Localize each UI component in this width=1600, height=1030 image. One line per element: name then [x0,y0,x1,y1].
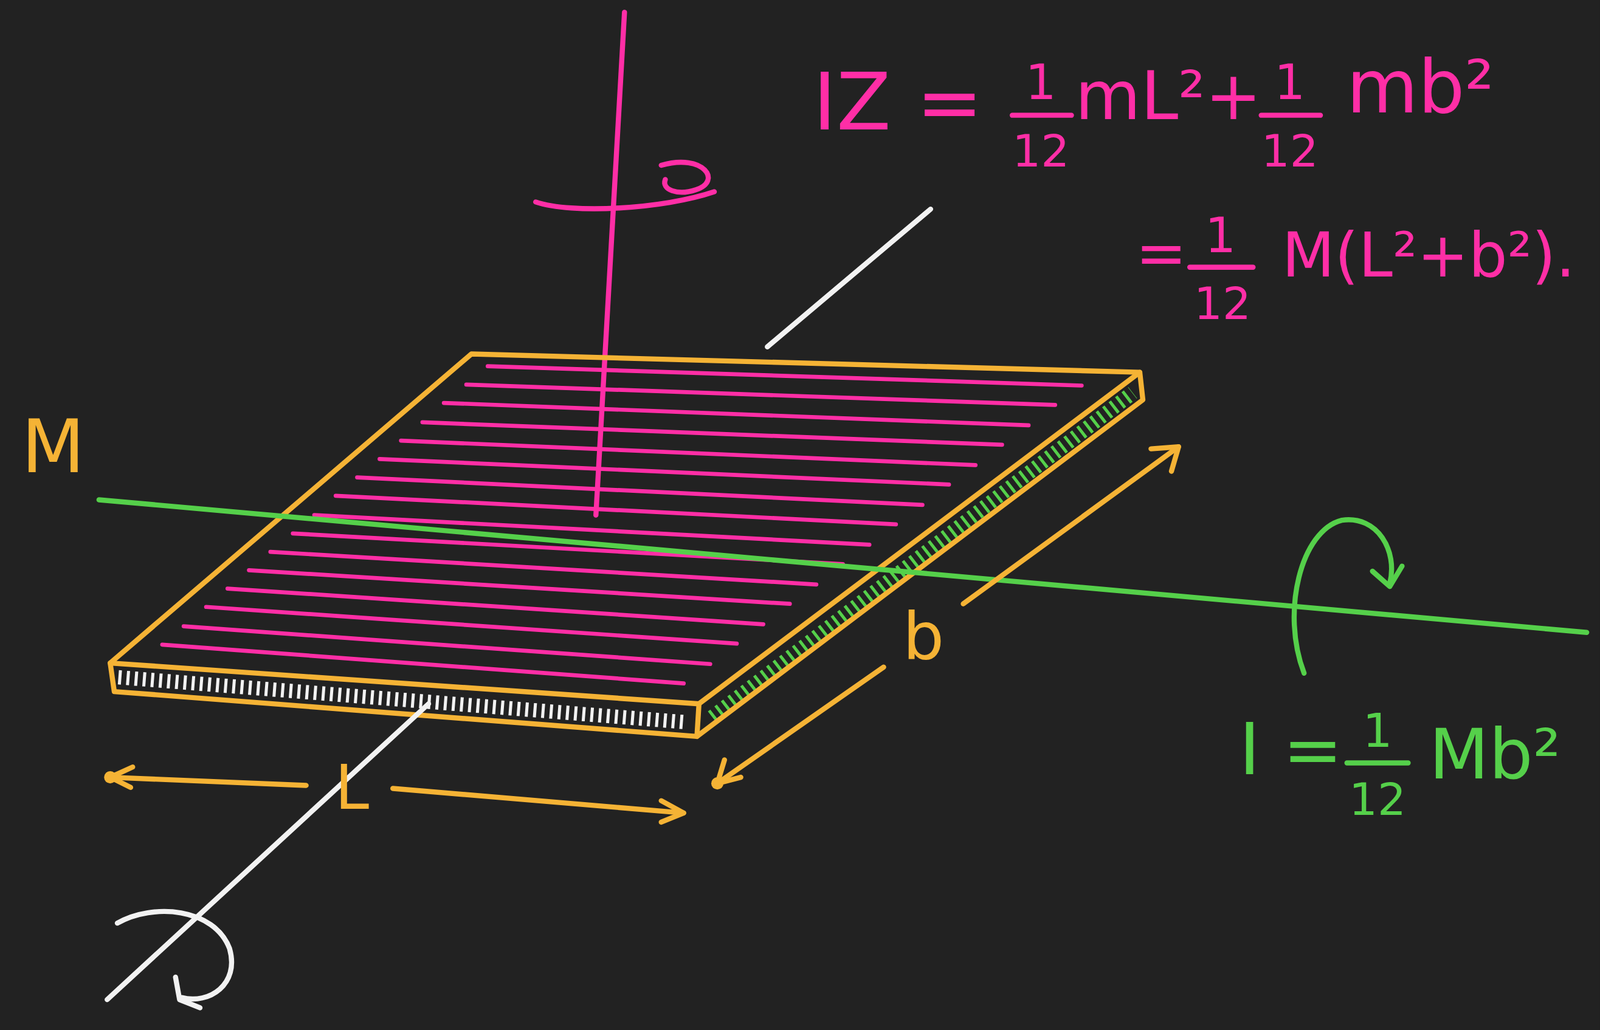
formula-text: IZ = [812,62,983,142]
fraction-bar [1347,760,1409,766]
dimension-dots [103,771,724,790]
dimension-label: b [902,604,945,670]
fraction-numerator: 1 [1204,210,1236,260]
mass-label: M [21,410,85,484]
y-axis [99,499,1587,673]
fraction-denominator: 12 [1012,128,1070,174]
dimension-label: L [334,756,369,819]
fraction-numerator: 1 [1362,706,1393,754]
formula-text: mL²+ [1075,63,1263,131]
x-axis [767,209,931,348]
side-face-hatch [712,392,1134,718]
formula-text: = [1135,222,1187,284]
z-axis [535,12,715,516]
dimension-lines [110,446,1179,823]
fraction-denominator: 12 [1193,281,1252,327]
formula-text: M(L²+b²). [1282,224,1576,286]
formula-text: mb² [1346,49,1495,124]
fraction-numerator: 1 [1024,57,1056,107]
x-axis-lower [106,703,429,1008]
fraction-numerator: 1 [1274,57,1306,107]
formula-text: I = [1238,714,1343,787]
top-face-hatch [162,366,1082,684]
fraction-denominator: 12 [1348,777,1407,823]
formula-text: Mb² [1429,720,1562,790]
fraction-denominator: 12 [1261,128,1319,174]
